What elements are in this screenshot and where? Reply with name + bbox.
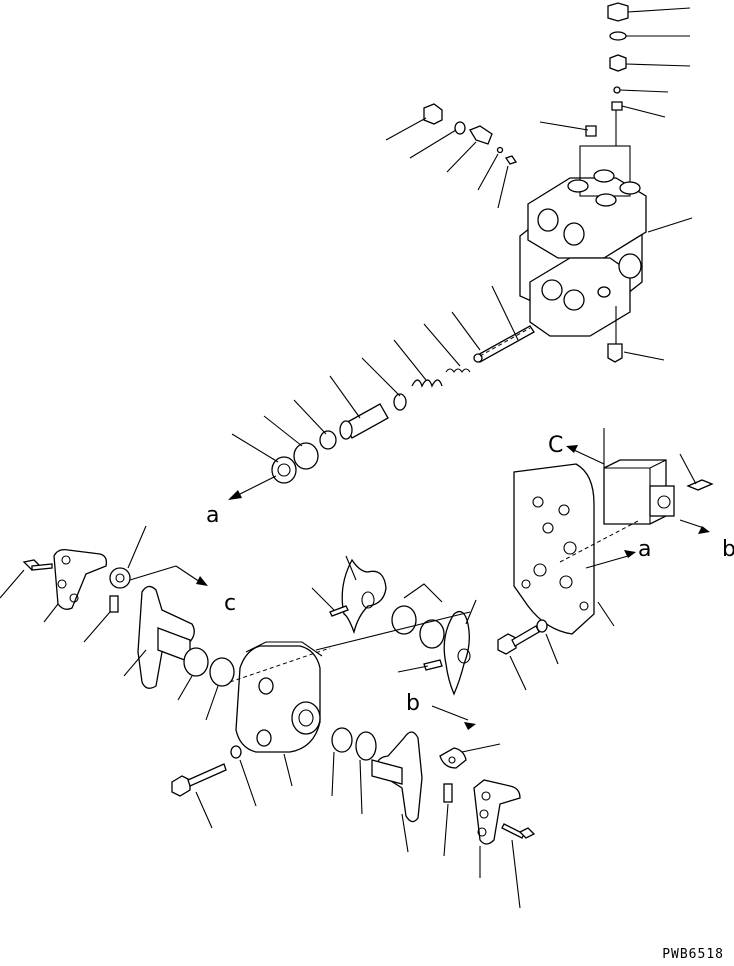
lower-valve-body [229, 611, 471, 787]
spool-spring-stack [231, 285, 535, 484]
relief-valve-parts [385, 103, 597, 209]
left-lever-shaft [123, 585, 235, 721]
label-c-upper: C [548, 433, 563, 458]
label-b-lower: b [406, 691, 420, 716]
left-linkage: c [0, 525, 236, 643]
top-plug-stack [607, 2, 691, 118]
label-a-left: a [206, 503, 219, 528]
bolt-washer-mid [497, 619, 559, 691]
middle-levers [311, 555, 477, 696]
lower-seals-bolt [171, 727, 377, 829]
upper-valve-body [519, 110, 693, 363]
right-actuator: b C [548, 428, 734, 562]
right-plate: a [513, 463, 651, 635]
label-c-left: c [224, 591, 236, 616]
label-b-right: b [722, 537, 734, 562]
drawing-code: PWB6518 [662, 947, 724, 962]
callout-a-left: a [206, 475, 277, 528]
lower-right-linkage: b [371, 691, 536, 909]
label-a-right: a [638, 537, 651, 562]
